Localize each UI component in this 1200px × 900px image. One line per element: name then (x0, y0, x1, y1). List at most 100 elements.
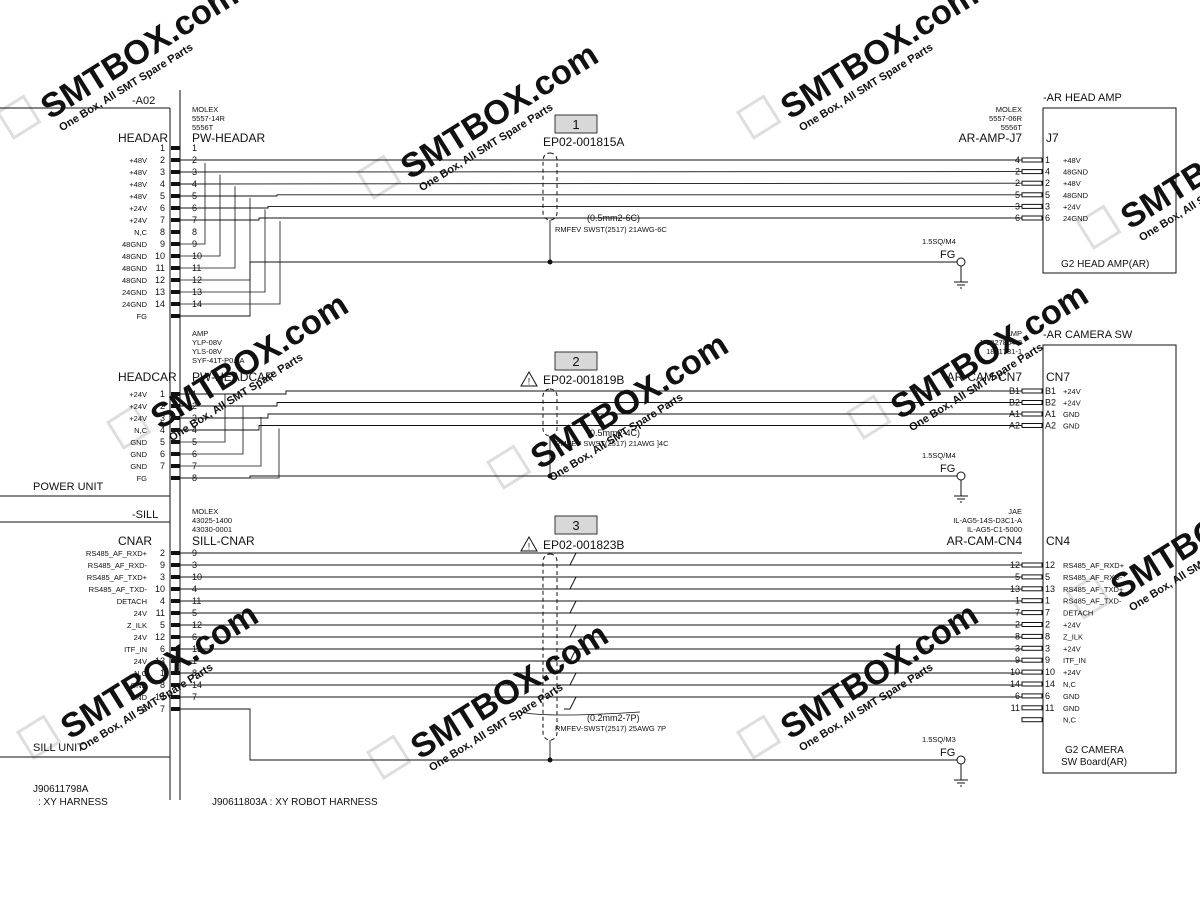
left-pin-terminal (171, 551, 180, 555)
right-pin-number: 7 (1045, 608, 1050, 618)
left-pin-signal: +48V (129, 168, 147, 177)
left-pin-signal: +48V (129, 180, 147, 189)
left-pin-number: 4 (160, 596, 165, 606)
left-pin-terminal (171, 158, 180, 162)
right-part-number: IL-AG5-C1-5000 (967, 525, 1022, 534)
left-pin-number: 8 (160, 227, 165, 237)
left-pin-terminal (171, 587, 180, 591)
right-pin-signal: +24V (1063, 202, 1081, 211)
left-pin-number: 6 (160, 449, 165, 459)
left-pin-signal: +24V (129, 402, 147, 411)
fg-terminal (956, 471, 966, 481)
left-connector-name: PW-HEADCAR (192, 370, 274, 384)
right-pin-terminal (1021, 192, 1043, 198)
right-pin-terminal (1021, 645, 1043, 651)
right-pin-terminal (1021, 400, 1043, 405)
left-pin-terminal (171, 182, 180, 186)
camera-sw-box (1042, 344, 1177, 774)
left-pin-signal: ITF_IN (124, 645, 147, 654)
twisted-pair-mark (564, 696, 577, 710)
right-pin-number: A1 (1045, 409, 1056, 419)
left-pin-signal: 24V (134, 609, 147, 618)
watermark-box-icon (735, 714, 782, 760)
ground-icon (954, 281, 968, 289)
right-pin-signal: ITF_IN (1063, 656, 1086, 665)
left-pin-terminal (171, 440, 180, 444)
left-pin-terminal (171, 659, 180, 663)
twisted-pair-mark (564, 624, 577, 638)
left-pin-terminal (171, 416, 180, 420)
right-pin-outer: 11 (1011, 703, 1020, 713)
left-pin-terminal (171, 575, 180, 579)
watermark-brand: SMTBOX.com (394, 35, 605, 186)
left-pin-signal: 24GND (122, 300, 148, 309)
right-pin-outer: 6 (1015, 691, 1020, 701)
right-pin-terminal (1021, 562, 1043, 568)
right-pin-signal: DETACH (1063, 609, 1093, 618)
right-pin-number: 6 (1045, 691, 1050, 701)
twisted-pair-mark (564, 552, 577, 566)
wire (180, 217, 1022, 221)
fg-terminal (956, 755, 966, 765)
right-pin-outer: 3 (1015, 643, 1020, 653)
cable-spec: RMFEV SWST(2517) 21AWG ]4C (555, 439, 669, 448)
left-pin-signal: GND (130, 438, 147, 447)
return-wire (180, 209, 266, 293)
left-pin-number: 2 (160, 401, 165, 411)
cable-shield (542, 388, 558, 437)
right-pin-number: 2 (1045, 178, 1050, 188)
return-wire (180, 405, 244, 455)
left-pin-terminal (171, 266, 180, 270)
left-part-number: YLP-08V (192, 338, 222, 347)
ground-icon (954, 495, 968, 503)
return-wire (180, 394, 226, 443)
cable-size: (0.2mm2-7P) (587, 713, 640, 723)
left-part-number: MOLEX (192, 507, 218, 516)
right-part-number: AMP (1006, 329, 1022, 338)
right-pin-signal: Z_ILK (1063, 632, 1083, 641)
left-pin-terminal (171, 647, 180, 651)
left-pin-terminal (171, 476, 180, 480)
head-amp-box (1042, 107, 1177, 274)
right-pin-terminal (1021, 586, 1043, 592)
twisted-pair-mark (564, 576, 577, 590)
left-pin-signal: RS485_AF_TXD+ (87, 573, 148, 582)
warning-triangle (520, 535, 538, 552)
left-pin-number: 3 (160, 413, 165, 423)
left-pin-terminal (171, 599, 180, 603)
left-pin-number: 9 (160, 560, 165, 570)
left-pin-terminal (171, 194, 180, 198)
harness-name: : XY HARNESS (38, 797, 108, 808)
left-header-label: HEADCAR (118, 370, 177, 384)
right-pin-number: 1 (1045, 596, 1050, 606)
left-pin-signal: +48V (129, 156, 147, 165)
left-pin-signal: 48GND (122, 252, 148, 261)
right-pin-number: 13 (1045, 584, 1055, 594)
right-pin-terminal (1021, 622, 1043, 627)
watermark-box-icon (0, 94, 42, 140)
watermark-box-icon (1065, 574, 1112, 620)
left-part-number: 5557-14R (192, 114, 226, 123)
left-pin-number: 2 (160, 548, 165, 558)
right-pin-terminal (1021, 169, 1043, 175)
left-pin-number: 12 (155, 275, 165, 285)
right-pin-signal: RS485_AF_TXD+ (1063, 585, 1124, 594)
right-part-number: MOLEX (996, 105, 1022, 114)
cable-shield (542, 152, 558, 221)
harness-tag-number: 3 (572, 518, 579, 533)
watermark-brand: SMTBOX.com (404, 615, 615, 766)
camera-sw-label-1: G2 CAMERA (1065, 745, 1124, 756)
left-pin-number: 5 (160, 437, 165, 447)
fg-spec: 1.5SQ/M3 (922, 735, 956, 744)
return-wire (180, 221, 281, 305)
right-pin-signal: 48GND (1063, 191, 1089, 200)
left-pin-signal: FG (137, 312, 148, 321)
head-amp-label: G2 HEAD AMP(AR) (1061, 259, 1149, 270)
left-pin-number: 7 (160, 461, 165, 471)
watermark-brand: SMTBOX.com (774, 0, 985, 127)
left-pin-signal: RS485_AF_TXD- (89, 585, 148, 594)
left-pin-signal: N,C (134, 669, 148, 678)
